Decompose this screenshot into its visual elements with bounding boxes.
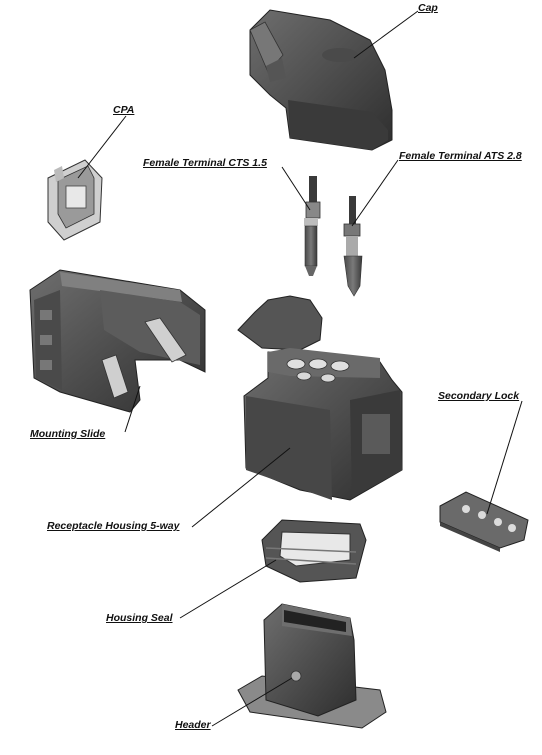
label-cpa: CPA: [113, 104, 135, 116]
leader-lines: [77, 10, 523, 727]
label-mounting-slide: Mounting Slide: [30, 428, 106, 440]
leader-receptacle: [191, 447, 291, 528]
label-secondary-lock: Secondary Lock: [438, 390, 520, 402]
label-receptacle-housing: Receptacle Housing 5-way: [47, 520, 180, 532]
housing-seal-part: [261, 519, 367, 583]
label-female-terminal-cts: Female Terminal CTS 1.5: [143, 157, 267, 169]
secondary-lock-part: [439, 491, 529, 552]
label-housing-seal: Housing Seal: [106, 612, 173, 624]
leader-housing-seal: [179, 559, 277, 619]
cap-part: [249, 9, 393, 151]
receptacle-housing-part: [237, 295, 403, 501]
female-terminal-ats-part: [343, 196, 363, 297]
mounting-slide-part: [29, 269, 206, 413]
label-female-terminal-ats: Female Terminal ATS 2.8: [399, 150, 522, 162]
label-header: Header: [175, 719, 211, 731]
cpa-part: [47, 159, 103, 241]
leader-secondary-lock: [486, 400, 523, 515]
leader-header: [211, 677, 293, 727]
leader-cap: [353, 10, 419, 59]
leader-cts: [281, 166, 311, 211]
header-part: [237, 603, 387, 729]
leader-cpa: [77, 115, 127, 179]
leader-mounting-slide: [124, 385, 141, 433]
label-cap: Cap: [418, 2, 438, 14]
female-terminal-cts-part: [304, 176, 321, 276]
leader-ats: [351, 159, 399, 227]
